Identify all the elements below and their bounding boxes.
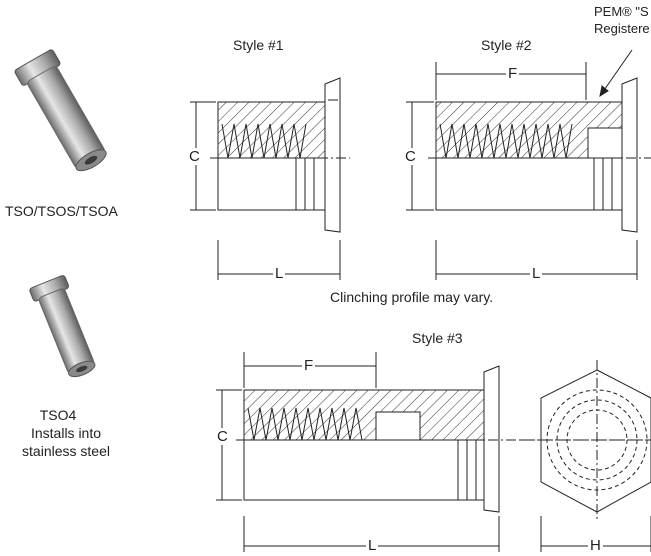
style3-dim-f: F xyxy=(302,357,316,374)
hex-dim-h: H xyxy=(588,537,603,554)
style2-dim-f: F xyxy=(506,65,520,82)
style2-drawing xyxy=(406,49,651,280)
style2-dim-c: C xyxy=(403,148,418,165)
tso-caption: TSO/TSOS/TSOA xyxy=(5,203,118,219)
tso4-caption-line2: Installs into xyxy=(30,425,102,441)
style2-title: Style #2 xyxy=(481,37,532,53)
tso4-caption-line3: stainless steel xyxy=(22,443,110,459)
tso-fastener-photo xyxy=(14,49,107,172)
callout-line1: PEM® "S xyxy=(594,4,649,19)
style1-dim-c: C xyxy=(187,148,202,165)
style2-dim-l: L xyxy=(530,265,543,282)
style3-drawing xyxy=(216,352,651,552)
style3-title: Style #3 xyxy=(412,330,463,346)
tso4-fastener-photo xyxy=(29,275,96,378)
clinching-note: Clinching profile may vary. xyxy=(330,289,494,305)
callout-line2: Registere xyxy=(594,21,650,36)
style1-drawing xyxy=(190,77,350,280)
style3-dim-l: L xyxy=(366,537,379,554)
style3-dim-c: C xyxy=(215,428,230,445)
tso4-caption-line1: TSO4 xyxy=(39,407,77,423)
hex-end-view xyxy=(520,360,651,552)
style1-dim-l: L xyxy=(273,265,286,282)
style1-title: Style #1 xyxy=(233,37,284,53)
